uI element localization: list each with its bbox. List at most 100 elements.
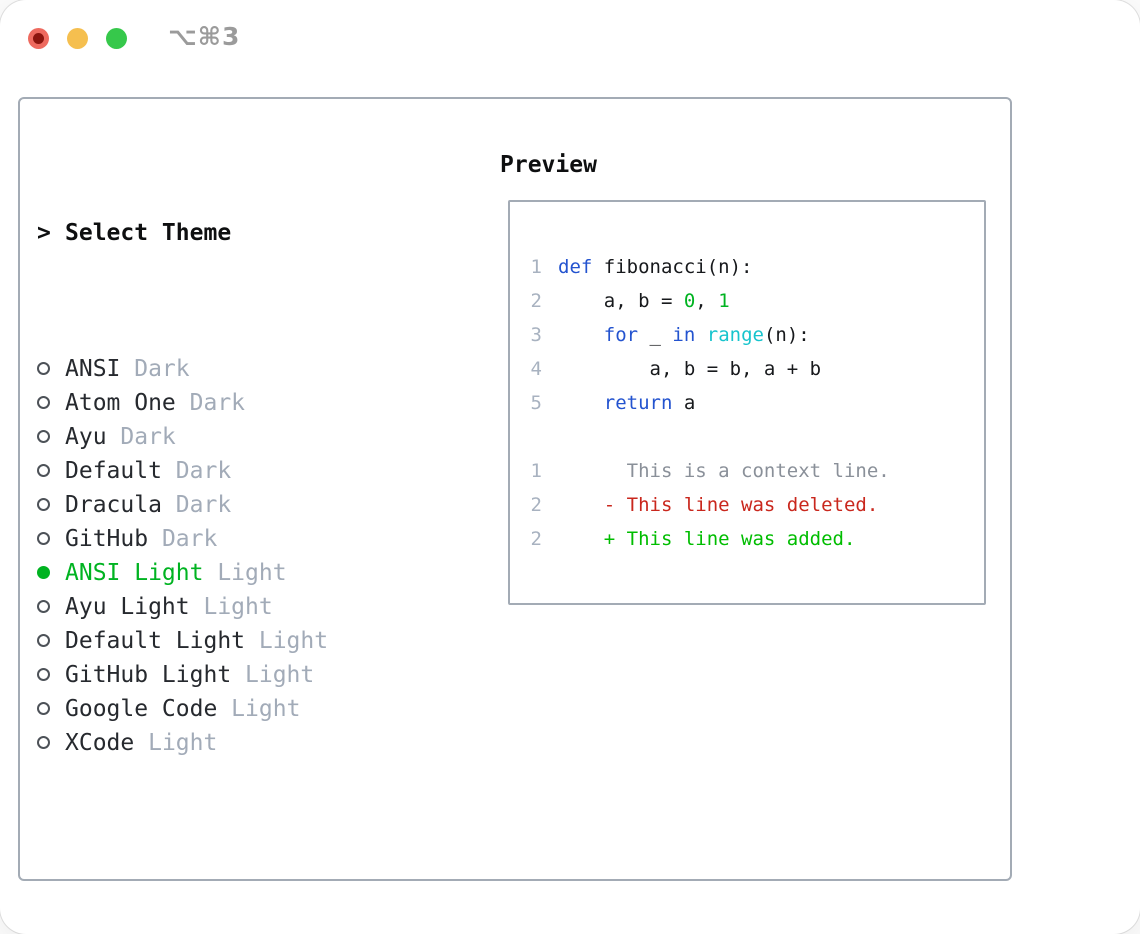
theme-name: Ayu bbox=[65, 424, 107, 450]
code-segment: in bbox=[672, 324, 696, 346]
radio-icon bbox=[37, 498, 50, 511]
radio-icon bbox=[37, 464, 50, 477]
code-segment: , bbox=[695, 290, 719, 312]
theme-variant-tag: Dark bbox=[120, 356, 190, 382]
maximize-button[interactable] bbox=[106, 28, 127, 49]
radio-slot bbox=[37, 658, 65, 692]
line-number: 2 bbox=[530, 494, 542, 516]
minimize-button[interactable] bbox=[67, 28, 88, 49]
code-segment: a bbox=[672, 392, 696, 414]
theme-option[interactable]: ANSI Dark bbox=[37, 352, 428, 386]
theme-variant-tag: Light bbox=[217, 696, 301, 722]
code-segment: 0 bbox=[683, 290, 696, 312]
cursor-caret-icon: > bbox=[37, 220, 51, 246]
theme-variant-tag: Light bbox=[245, 628, 329, 654]
code-segment: range bbox=[706, 324, 764, 346]
line-number: 1 bbox=[530, 256, 542, 278]
code-segment bbox=[558, 392, 604, 414]
radio-icon bbox=[37, 634, 50, 647]
theme-option[interactable]: XCode Light bbox=[37, 726, 428, 760]
theme-option[interactable]: Default Dark bbox=[37, 454, 428, 488]
select-theme-header: > Select Theme bbox=[37, 216, 428, 250]
code-segment: This is a context line. bbox=[558, 460, 890, 482]
line-number: 2 bbox=[530, 290, 542, 312]
spacer bbox=[37, 862, 428, 896]
code-segment: a, b = b, a + b bbox=[558, 358, 822, 380]
radio-slot bbox=[37, 590, 65, 624]
theme-variant-tag: Light bbox=[134, 730, 218, 756]
code-segment: def bbox=[558, 256, 593, 278]
preview-diff-deleted-line: 2 - This line was deleted. bbox=[530, 488, 984, 522]
theme-name: Ayu Light bbox=[65, 594, 190, 620]
code-segment: return bbox=[603, 392, 673, 414]
window-title: ⌥⌘3 bbox=[168, 22, 241, 51]
radio-slot bbox=[37, 488, 65, 522]
theme-variant-tag: Light bbox=[231, 662, 315, 688]
preview-code-line: 2 a, b = 0, 1 bbox=[530, 284, 984, 318]
theme-name: Google Code bbox=[65, 696, 218, 722]
theme-option[interactable]: Atom One Dark bbox=[37, 386, 428, 420]
code-segment: (n): bbox=[763, 324, 810, 346]
preview-code-line: 5 return a bbox=[530, 386, 984, 420]
theme-variant-tag: Dark bbox=[106, 424, 176, 450]
theme-option[interactable]: Dracula Dark bbox=[37, 488, 428, 522]
close-button[interactable] bbox=[28, 28, 49, 49]
code-segment: - This line was deleted. bbox=[558, 494, 879, 516]
theme-option[interactable]: Ayu Dark bbox=[37, 420, 428, 454]
radio-slot bbox=[37, 556, 65, 590]
theme-option[interactable]: GitHub Light Light bbox=[37, 658, 428, 692]
theme-variant-tag: Light bbox=[203, 560, 287, 586]
theme-variant-tag: Dark bbox=[161, 492, 232, 518]
code-segment: 1 bbox=[718, 290, 730, 312]
theme-variant-tag: Light bbox=[189, 594, 273, 620]
theme-name: GitHub bbox=[65, 526, 149, 552]
code-segment: _ bbox=[638, 324, 673, 346]
preview-code-line: 3 for _ in range(n): bbox=[530, 318, 984, 352]
theme-name: Atom One bbox=[65, 390, 176, 416]
preview-code-line: 4 a, b = b, a + b bbox=[530, 352, 984, 386]
code-segment bbox=[695, 324, 706, 346]
radio-slot bbox=[37, 522, 65, 556]
radio-icon bbox=[37, 668, 50, 681]
radio-slot bbox=[37, 624, 65, 658]
theme-variant-tag: Dark bbox=[148, 526, 218, 552]
theme-option[interactable]: Google Code Light bbox=[37, 692, 428, 726]
theme-variant-tag: Dark bbox=[161, 458, 232, 484]
theme-variant-tag: Dark bbox=[175, 390, 246, 416]
radio-icon bbox=[37, 430, 50, 443]
theme-name: Default bbox=[65, 458, 162, 484]
theme-option[interactable]: ANSI Light Light bbox=[37, 556, 428, 590]
line-number: 1 bbox=[530, 460, 542, 482]
theme-name: GitHub Light bbox=[65, 662, 232, 688]
line-number: 3 bbox=[530, 324, 542, 346]
theme-name: ANSI bbox=[65, 356, 121, 382]
radio-icon bbox=[37, 396, 50, 409]
select-theme-title: Select Theme bbox=[65, 220, 232, 246]
radio-slot bbox=[37, 386, 65, 420]
line-number: 5 bbox=[530, 392, 542, 414]
theme-option[interactable]: Default Light Light bbox=[37, 624, 428, 658]
radio-icon bbox=[37, 736, 50, 749]
radio-slot bbox=[37, 352, 65, 386]
radio-icon bbox=[37, 532, 50, 545]
preview-blank-line bbox=[530, 420, 984, 454]
radio-icon bbox=[37, 600, 50, 613]
preview-code-line: 1 def fibonacci(n): bbox=[530, 250, 984, 284]
theme-option[interactable]: Ayu Light Light bbox=[37, 590, 428, 624]
preview-title: Preview bbox=[500, 152, 597, 178]
radio-slot bbox=[37, 454, 65, 488]
code-segment: a, b = bbox=[558, 290, 684, 312]
radio-slot bbox=[37, 726, 65, 760]
radio-slot bbox=[37, 692, 65, 726]
code-segment: fibonacci(n): bbox=[592, 256, 753, 278]
preview-diff-added-line: 2 + This line was added. bbox=[530, 522, 984, 556]
theme-option[interactable]: GitHub Dark bbox=[37, 522, 428, 556]
radio-icon bbox=[37, 702, 50, 715]
code-segment: + This line was added. bbox=[558, 528, 856, 550]
